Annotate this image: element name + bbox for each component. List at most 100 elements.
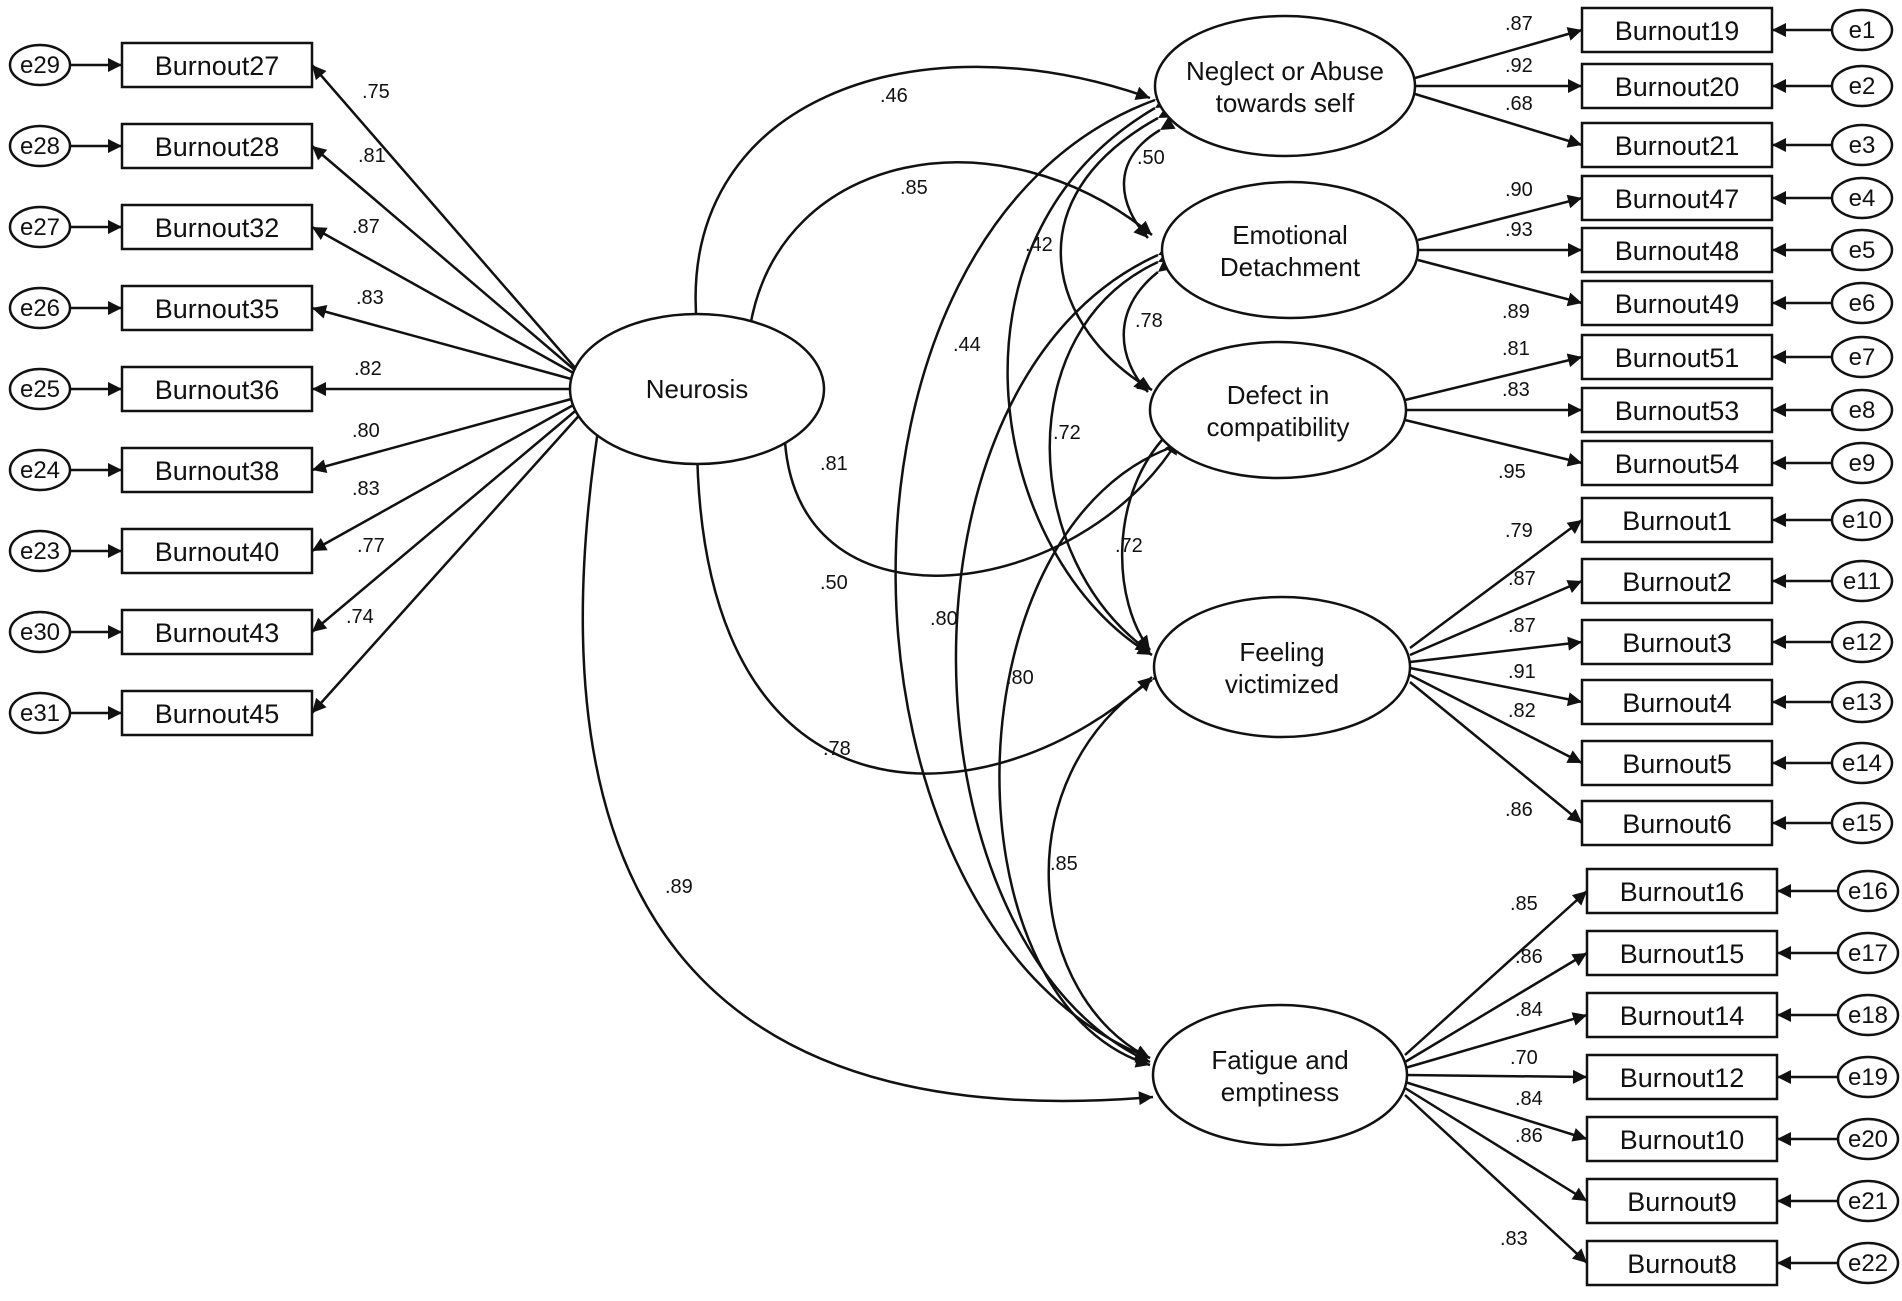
indicator-row: .90 Burnout47 e4 bbox=[1417, 174, 1894, 242]
loading-label: .82 bbox=[354, 358, 382, 380]
loading-label: .68 bbox=[1505, 93, 1533, 115]
loading-label: .74 bbox=[346, 606, 374, 628]
loading-label: .92 bbox=[1505, 55, 1533, 77]
indicator-box bbox=[120, 122, 314, 170]
corr-label-neglect-defect: .42 bbox=[1025, 234, 1053, 256]
latent-victim: Feeling victimized bbox=[1152, 595, 1412, 739]
indicator-row: .86 Burnout6 e15 bbox=[1409, 681, 1894, 847]
indicator-box bbox=[1580, 618, 1774, 666]
loading-path bbox=[311, 396, 576, 474]
indicator-label: Burnout4 bbox=[1622, 688, 1732, 718]
error-label: e28 bbox=[20, 133, 60, 160]
loading-label: .95 bbox=[1498, 461, 1526, 483]
corr-neglect-defect bbox=[1059, 105, 1174, 392]
corr-neurosis-emotional bbox=[740, 161, 1153, 342]
indicator-label: Burnout20 bbox=[1615, 72, 1740, 102]
indicator-row: .70 Burnout12 e19 bbox=[1404, 1047, 1900, 1101]
latent-label-line2: towards self bbox=[1216, 88, 1355, 118]
error-node bbox=[1830, 801, 1894, 845]
corr-label-neglect-victim: .44 bbox=[953, 334, 981, 356]
loading-path bbox=[1409, 673, 1583, 765]
error-label: e18 bbox=[1848, 1002, 1888, 1029]
indicator-label: Burnout8 bbox=[1627, 1249, 1737, 1279]
error-label: e21 bbox=[1848, 1188, 1888, 1215]
corr-label-neurosis-neglect: .46 bbox=[880, 85, 908, 107]
loading-path bbox=[311, 225, 578, 377]
loading-path bbox=[1409, 681, 1583, 824]
indicator-box bbox=[1580, 226, 1774, 274]
latent-label-line1: Defect in bbox=[1227, 380, 1330, 410]
error-label: e7 bbox=[1849, 344, 1876, 371]
indicator-label: Burnout5 bbox=[1622, 749, 1732, 779]
indicator-label: Burnout1 bbox=[1622, 506, 1732, 536]
indicator-label: Burnout12 bbox=[1620, 1063, 1745, 1093]
loading-path bbox=[311, 304, 576, 382]
latent-defect: Defect in compatibility bbox=[1148, 340, 1408, 480]
loading-label: .87 bbox=[352, 216, 380, 238]
latent-label-line1: Fatigue and bbox=[1211, 1045, 1348, 1075]
loading-path bbox=[1409, 636, 1583, 664]
indicator-label: Burnout10 bbox=[1620, 1125, 1745, 1155]
loading-path bbox=[1417, 194, 1583, 242]
corr-label-emotional-defect: .78 bbox=[1135, 310, 1163, 332]
corr-neurosis-neglect bbox=[691, 65, 1151, 342]
loading-path bbox=[1404, 1069, 1588, 1084]
error-node bbox=[1836, 1241, 1900, 1285]
latent-label-line2: emptiness bbox=[1221, 1077, 1340, 1107]
corr-neglect-fatigue bbox=[894, 88, 1171, 1060]
indicator-row: .95 Burnout54 e9 bbox=[1404, 418, 1894, 487]
loading-path bbox=[1404, 418, 1583, 467]
error-node bbox=[1830, 388, 1894, 432]
correlation-labels: .46 .85 .81 .78 .89 .50 .42 .44 .50 .78 … bbox=[665, 85, 1165, 898]
loading-path bbox=[1409, 518, 1583, 650]
error-label: e3 bbox=[1849, 132, 1876, 159]
indicator-label: Burnout21 bbox=[1615, 131, 1740, 161]
error-label: e23 bbox=[20, 538, 60, 565]
error-node bbox=[1830, 228, 1894, 272]
indicator-box bbox=[120, 365, 314, 413]
loading-label: .79 bbox=[1505, 520, 1533, 542]
loading-path bbox=[311, 406, 581, 633]
error-label: e12 bbox=[1842, 629, 1882, 656]
error-label: e25 bbox=[20, 376, 60, 403]
corr-neglect-victim bbox=[1006, 94, 1171, 657]
error-node bbox=[1830, 8, 1894, 52]
indicator-box bbox=[120, 41, 314, 89]
indicator-label: Burnout38 bbox=[155, 456, 280, 486]
loading-label: .93 bbox=[1505, 219, 1533, 241]
indicator-label: Burnout53 bbox=[1615, 396, 1740, 426]
factor-correlations bbox=[581, 65, 1194, 1106]
error-label: e24 bbox=[20, 457, 60, 484]
corr-label-neglect-emotional: .50 bbox=[1137, 147, 1165, 169]
latent-emotional: Emotional Detachment bbox=[1160, 180, 1420, 320]
latent-factors: Neurosis Neglect or Abuse towards self E… bbox=[568, 14, 1420, 1147]
loading-label: .86 bbox=[1505, 799, 1533, 821]
error-node bbox=[1830, 335, 1894, 379]
loading-label: .83 bbox=[1500, 1228, 1528, 1250]
indicator-row: .89 Burnout49 e6 bbox=[1417, 258, 1894, 327]
indicator-label: Burnout54 bbox=[1615, 449, 1740, 479]
loading-path bbox=[1404, 1094, 1588, 1264]
corr-defect-fatigue bbox=[998, 433, 1194, 1068]
corr-emotional-victim bbox=[1048, 249, 1174, 654]
indicator-label: Burnout27 bbox=[155, 51, 280, 81]
loading-path bbox=[311, 409, 585, 714]
error-label: e26 bbox=[20, 295, 60, 322]
latent-neurosis: Neurosis bbox=[568, 312, 826, 466]
loading-path bbox=[1409, 579, 1583, 657]
loading-label: .70 bbox=[1510, 1047, 1538, 1069]
indicator-box bbox=[120, 689, 314, 737]
indicator-row: .83 Burnout8 e22 bbox=[1404, 1094, 1900, 1287]
indicator-row: .84 Burnout14 e18 bbox=[1404, 991, 1900, 1070]
indicator-box bbox=[1580, 386, 1774, 434]
error-node bbox=[1830, 559, 1894, 603]
loading-label: .81 bbox=[358, 145, 386, 167]
indicator-row: .68 Burnout21 e3 bbox=[1414, 92, 1894, 169]
error-label: e22 bbox=[1848, 1250, 1888, 1277]
corr-label-neurosis-victim: .78 bbox=[823, 738, 851, 760]
indicator-row: .87 Burnout19 e1 bbox=[1414, 6, 1894, 80]
loading-label: .75 bbox=[362, 81, 390, 103]
indicator-box bbox=[120, 527, 314, 575]
error-label: e1 bbox=[1849, 17, 1876, 44]
